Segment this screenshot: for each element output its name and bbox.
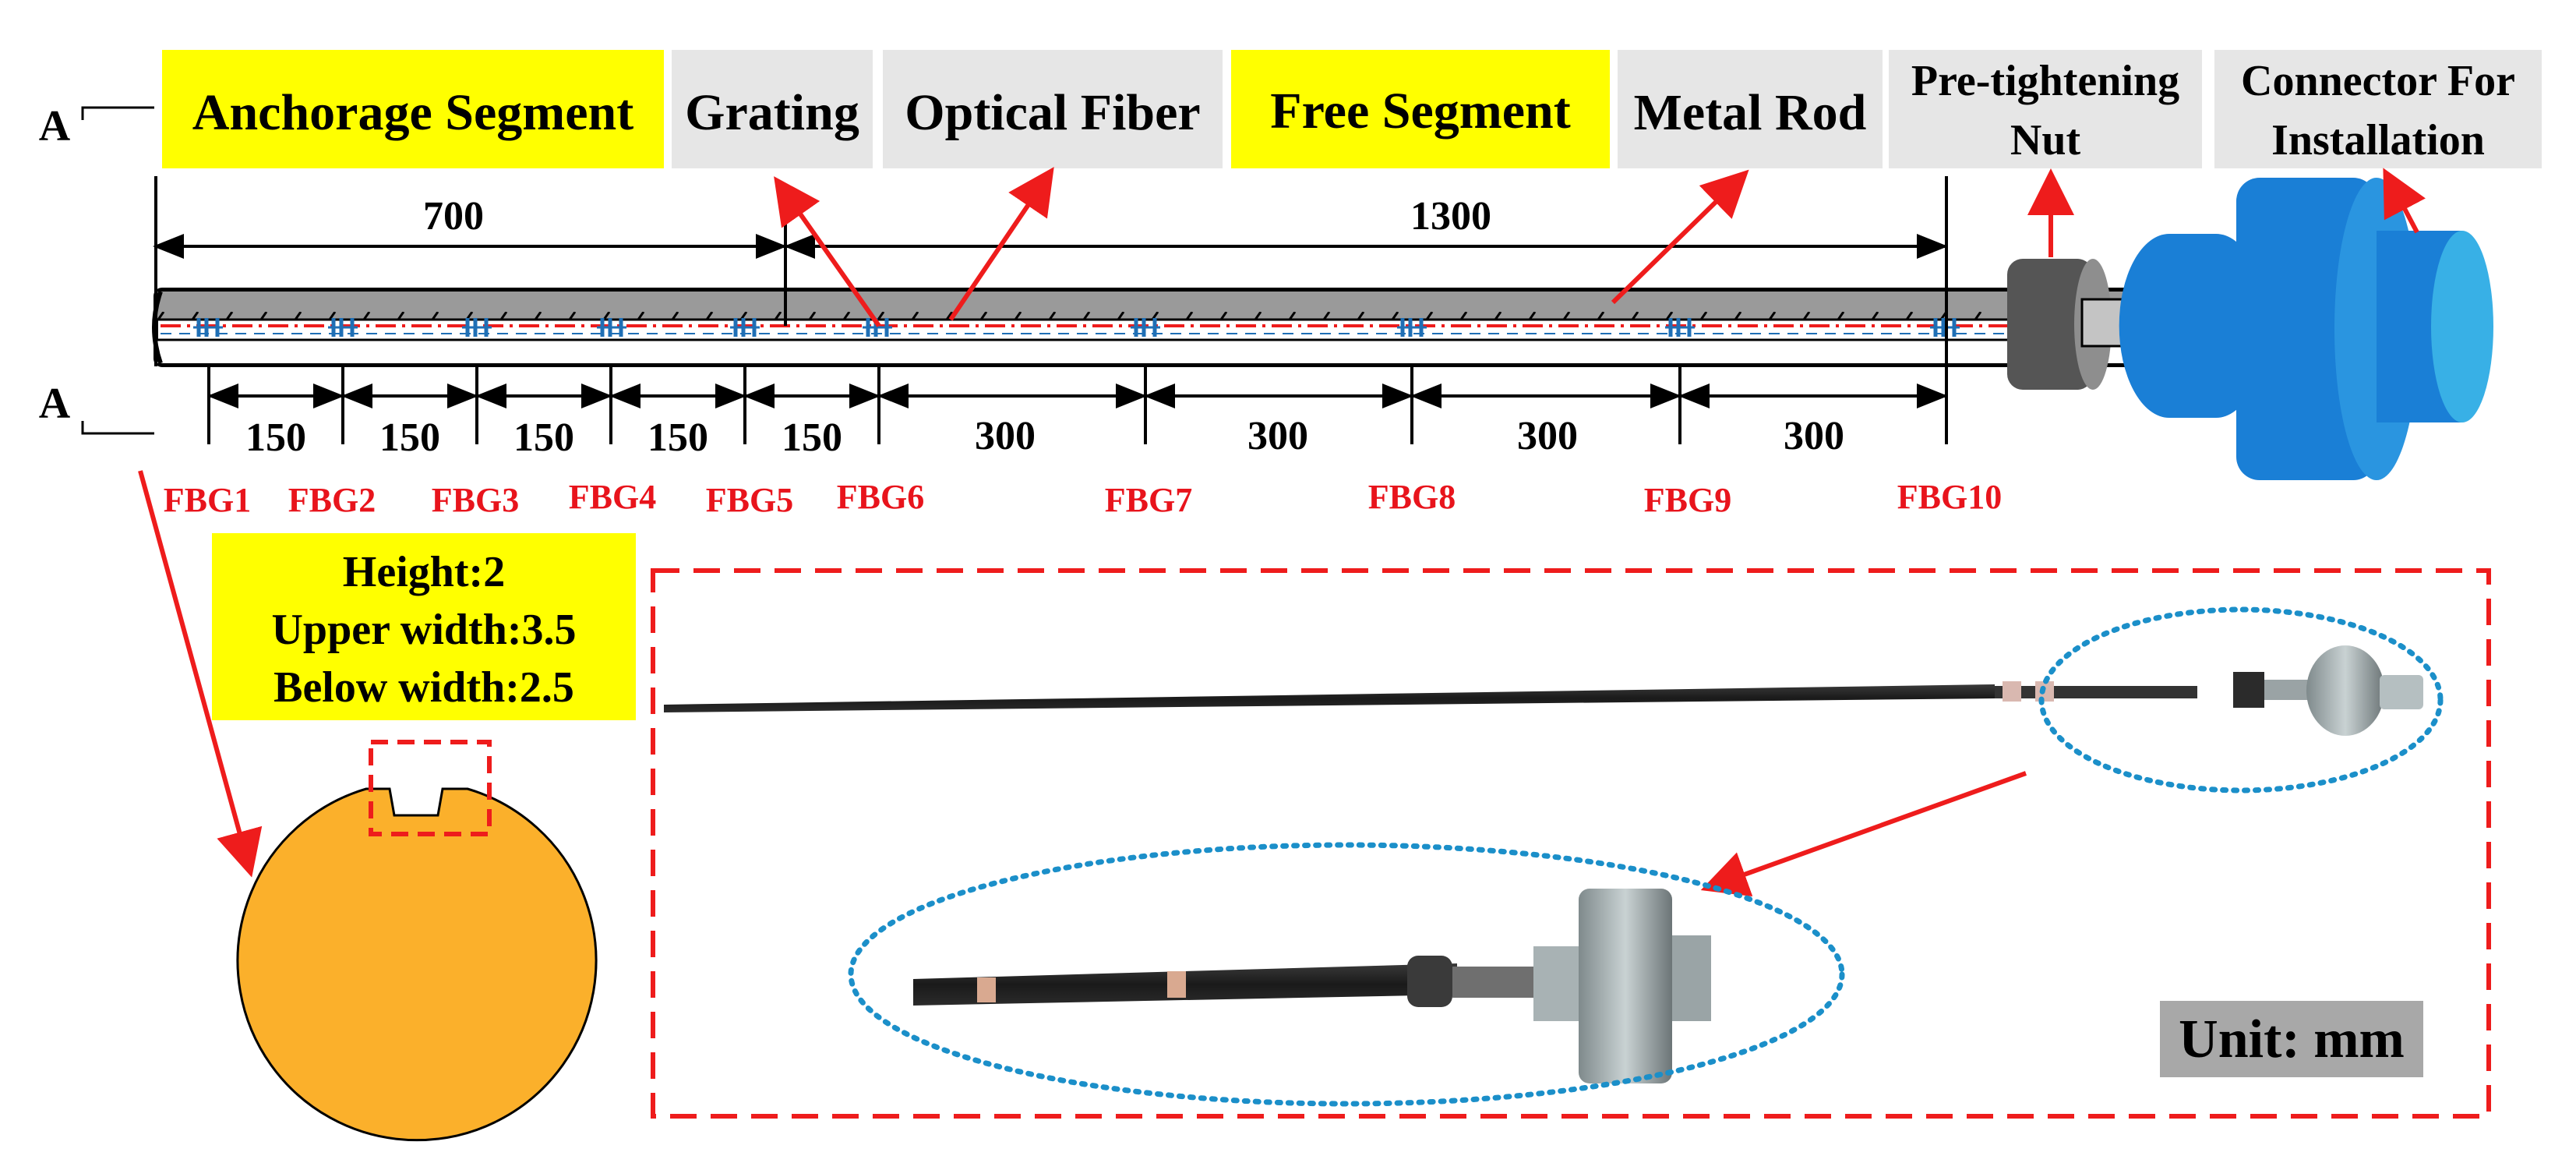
svg-text:Metal Rod: Metal Rod (1634, 84, 1867, 141)
rod-zoom-photo (913, 889, 1711, 1083)
fbg-mark-6 (863, 318, 892, 337)
label-connector-for-installation: Connector For Installation (2214, 50, 2542, 168)
fbg-label-7: FBG7 (1105, 481, 1192, 519)
spacing-dim-1: 150 (245, 415, 306, 460)
groove-upper-width: Upper width:3.5 (271, 606, 576, 654)
spacing-dim-texts: 150 150 150 150 150 300 300 300 300 (245, 414, 1844, 460)
rod-photo (664, 645, 2423, 736)
spacing-dim-9: 300 (1784, 414, 1844, 458)
fbg-label-8: FBG8 (1368, 478, 1456, 516)
fbg-mark-9 (1665, 318, 1695, 337)
fbg-mark-7 (1131, 318, 1160, 337)
fbg-label-1: FBG1 (164, 481, 251, 519)
fbg-mark-5 (730, 318, 760, 337)
unit-box: Unit: mm (2160, 1001, 2423, 1077)
groove-highlight (369, 740, 492, 836)
groove-spec-box: Height:2 Upper width:3.5 Below width:2.5 (212, 533, 636, 720)
fbg-label-3: FBG3 (432, 481, 519, 519)
spacing-dim-2: 150 (379, 415, 440, 460)
fbg-mark-4 (597, 318, 626, 337)
label-grating: Grating (672, 50, 873, 168)
fbg-markers (193, 318, 1960, 337)
pointer-arrows (138, 167, 2426, 896)
spacing-dim-7: 300 (1247, 414, 1308, 458)
groove-height: Height:2 (343, 548, 505, 596)
svg-text:A: A (39, 380, 71, 428)
label-free-segment: Free Segment (1231, 50, 1610, 168)
svg-text:Connector For: Connector For (2241, 57, 2515, 105)
fbg-mark-3 (462, 318, 492, 337)
unit-label: Unit: mm (2179, 1009, 2405, 1069)
fbg-label-10: FBG10 (1897, 478, 2002, 516)
svg-text:Pre-tightening: Pre-tightening (1911, 57, 2179, 105)
fbg-label-5: FBG5 (706, 481, 793, 519)
fbg-label-4: FBG4 (569, 478, 656, 516)
fbg-label-2: FBG2 (288, 481, 376, 519)
svg-text:A: A (39, 102, 71, 150)
dimension-lines (153, 176, 1948, 444)
label-anchorage-segment: Anchorage Segment (162, 50, 664, 168)
fbg-labels: FBG1 FBG2 FBG3 FBG4 FBG5 FBG6 FBG7 FBG8 … (164, 478, 2002, 519)
svg-text:Installation: Installation (2271, 116, 2485, 164)
label-metal-rod: Metal Rod (1618, 50, 1883, 168)
fbg-mark-8 (1397, 318, 1427, 337)
dim-1300: 1300 (1410, 194, 1491, 239)
section-mark-top: A (39, 102, 154, 150)
connector-shape (2080, 178, 2493, 480)
spacing-dim-6: 300 (975, 414, 1036, 458)
photo-zoom-ellipse-large (848, 842, 1845, 1107)
cross-section (236, 740, 598, 1142)
fbg-label-6: FBG6 (837, 478, 924, 516)
fbg-label-9: FBG9 (1644, 481, 1731, 519)
svg-text:Grating: Grating (685, 84, 859, 141)
photo-zoom-ellipse-small (2038, 606, 2444, 794)
svg-text:Anchorage Segment: Anchorage Segment (192, 84, 633, 141)
svg-text:Optical Fiber: Optical Fiber (905, 84, 1200, 141)
spacing-dim-8: 300 (1517, 414, 1578, 458)
dim-700: 700 (423, 194, 484, 239)
svg-text:Free Segment: Free Segment (1270, 83, 1570, 140)
section-mark-bottom: A (39, 380, 154, 435)
spacing-dim-3: 150 (513, 415, 574, 460)
label-optical-fiber: Optical Fiber (883, 50, 1223, 168)
spacing-dim-5: 150 (782, 415, 842, 460)
fbg-mark-1 (193, 318, 223, 337)
label-pre-tightening-nut: Pre-tightening Nut (1889, 50, 2202, 168)
fbg-mark-2 (328, 318, 358, 337)
photo-panel: Unit: mm (651, 568, 2491, 1119)
spacing-dim-4: 150 (648, 415, 708, 460)
svg-text:Nut: Nut (2010, 116, 2081, 164)
groove-below-width: Below width:2.5 (273, 663, 574, 712)
